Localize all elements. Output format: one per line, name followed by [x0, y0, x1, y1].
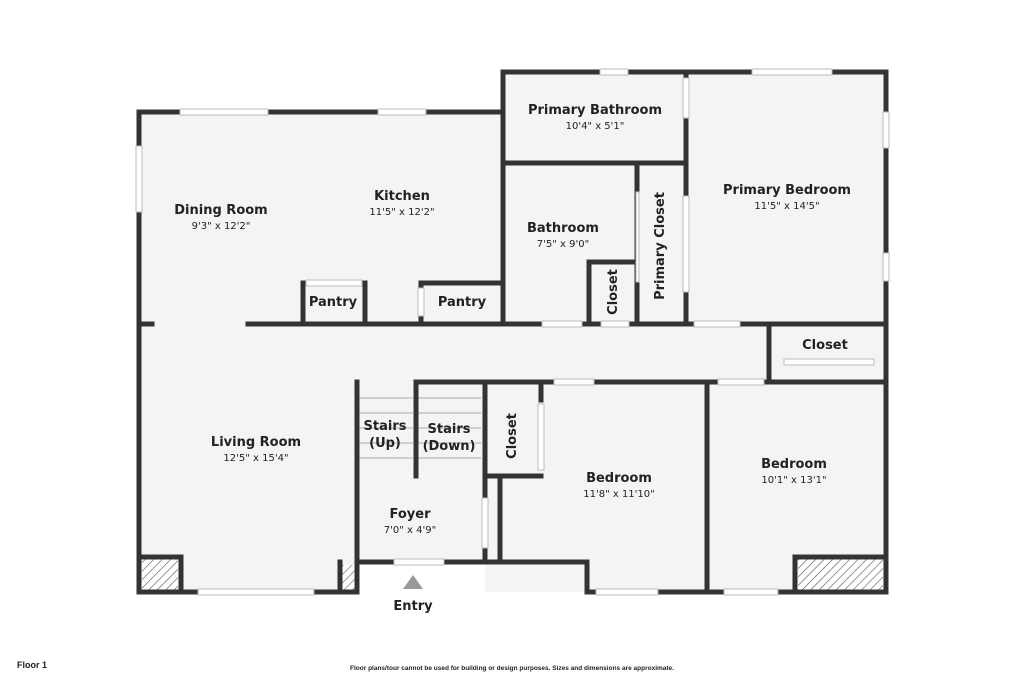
- foyer-dims: 7'0" x 4'9": [384, 525, 436, 536]
- bedroom-2-name: Bedroom: [761, 457, 827, 472]
- stairs-up-line1: Stairs: [364, 419, 407, 434]
- stairs-down-treads: [417, 397, 481, 459]
- primary-bedroom-name: Primary Bedroom: [723, 183, 851, 198]
- stairs-down-line2: (Down): [423, 439, 476, 454]
- primary-bathroom-name: Primary Bathroom: [528, 103, 662, 118]
- kitchen-name: Kitchen: [374, 189, 430, 204]
- bedroom-2-dims: 10'1" x 13'1": [761, 475, 826, 486]
- primary-closet-name: Primary Closet: [653, 192, 668, 300]
- kitchen-dims: 11'5" x 12'2": [369, 207, 434, 218]
- dining-room-name: Dining Room: [174, 203, 267, 218]
- primary-bathroom-dims: 10'4" x 5'1": [566, 121, 625, 132]
- openings: [135, 68, 890, 596]
- pantry-1-name: Pantry: [309, 295, 358, 310]
- closet-mid-name: Closet: [505, 413, 520, 459]
- foyer-name: Foyer: [390, 507, 432, 522]
- living-room-name: Living Room: [211, 435, 301, 450]
- living-room-dims: 12'5" x 15'4": [223, 453, 288, 464]
- bathroom-name: Bathroom: [527, 221, 599, 236]
- hatched-block-right: [798, 557, 883, 590]
- floor-area: [139, 72, 886, 592]
- entry-arrow-icon: [403, 575, 423, 589]
- hatched-block-foyer: [342, 565, 355, 590]
- hatched-block-left: [142, 557, 178, 590]
- primary-bedroom-dims: 11'5" x 14'5": [754, 201, 819, 212]
- dining-room-dims: 9'3" x 12'2": [192, 221, 251, 232]
- closet-right-name: Closet: [802, 338, 848, 353]
- pantry-2-name: Pantry: [438, 295, 487, 310]
- stairs-down-line1: Stairs: [428, 422, 471, 437]
- stairs-up-line2: (Up): [369, 436, 401, 451]
- floor-label: Floor 1: [17, 660, 48, 670]
- bedroom-1-dims: 11'8" x 11'10": [583, 489, 655, 500]
- stairs-up-treads: [359, 397, 413, 459]
- bedroom-1-name: Bedroom: [586, 471, 652, 486]
- disclaimer-text: Floor plans/tour cannot be used for buil…: [350, 665, 674, 672]
- closet-small-name: Closet: [606, 269, 621, 315]
- entry-label: Entry: [393, 599, 433, 614]
- bathroom-dims: 7'5" x 9'0": [537, 239, 589, 250]
